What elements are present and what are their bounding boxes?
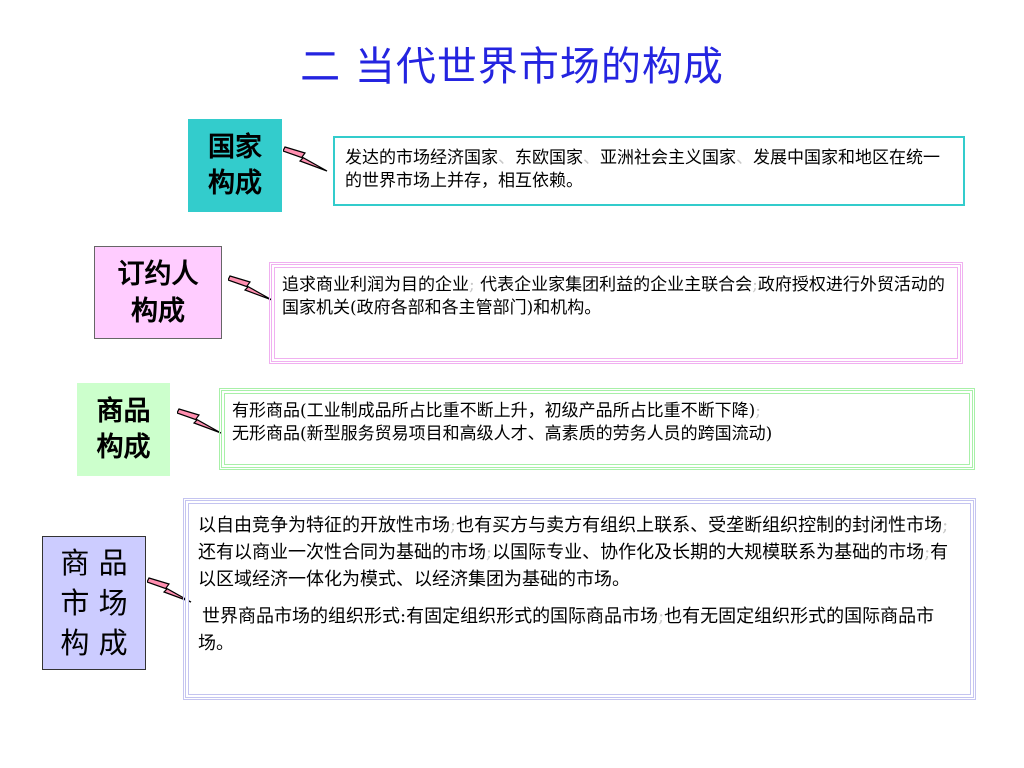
text-segment: 政府授权进行外贸活动的国家机关(政府各部和各主管部门)和机构。 [282,275,945,318]
separator: 、 [498,148,515,168]
text-segment: 以自由竞争为特征的开放性市场 [198,515,450,536]
label-line: 构 成 [60,626,128,660]
paragraph: 世界商品市场的组织形式:有固定组织形式的国际商品市场;也有无固定组织形式的国际商… [198,603,961,657]
country-composition-text: 发达的市场经济国家、东欧国家、亚洲社会主义国家、发展中国家和地区在统一的世界市场… [333,136,965,206]
label-line: 订约人 [117,258,199,290]
separator: ; [450,515,457,536]
text-line: 有形商品(工业制成品所占比重不断上升，初级产品所占比重不断下降); [232,401,761,421]
separator: ; [486,542,493,563]
text-segment: 还有以商业一次性合同为基础的市场 [198,542,486,563]
contractor-composition-text: 追求商业利润为目的企业; 代表企业家集团利益的企业主联合会;政府授权进行外贸活动… [269,262,963,364]
label-line: 商 品 [60,546,128,580]
commodity-market-composition-text: 以自由竞争为特征的开放性市场;也有买方与卖方有组织上联系、受垄断组织控制的封闭性… [183,498,976,700]
lightning-arrow-icon [228,275,273,301]
lightning-arrow-icon [147,577,192,603]
text-segment: 发展中国家和地区在统一的世界市场上并存，相互依赖。 [345,148,940,191]
separator: 、 [583,148,600,168]
label-contractor-composition: 订约人 构成 [94,246,222,339]
commodity-composition-text: 有形商品(工业制成品所占比重不断上升，初级产品所占比重不断下降); 无形商品(新… [219,388,975,470]
text-segment: 也有买方与卖方有组织上联系、受垄断组织控制的封闭性市场 [456,515,943,536]
separator: ; [752,275,758,295]
text-segment: 世界商品市场的组织形式:有固定组织形式的国际商品市场 [202,606,659,627]
text-segment: 发达的市场经济国家 [345,148,498,168]
label-line: 市 场 [60,586,128,620]
separator: ; [924,542,931,563]
label-commodity-composition: 商品 构成 [77,383,170,476]
lightning-arrow-icon [177,408,222,434]
separator: ; [658,606,665,627]
text-segment: 追求商业利润为目的企业 [282,275,469,295]
page-title: 二 当代世界市场的构成 [300,44,724,90]
label-line: 构成 [131,295,185,327]
text-line: 无形商品(新型服务贸易项目和高级人才、高素质的劳务人员的跨国流动) [232,424,773,444]
label-line: 构成 [208,167,262,199]
lightning-arrow-icon [283,146,328,172]
separator: ; [469,275,475,295]
text-segment: 东欧国家 [515,148,583,168]
label-commodity-market-composition: 商 品 市 场 构 成 [42,536,146,670]
text-segment: 以国际专业、协作化及长期的大规模联系为基础的市场 [492,542,925,563]
separator: 、 [736,148,753,168]
text-segment: 亚洲社会主义国家 [600,148,736,168]
text-segment: 有以区域经济一体化为模式、以经济集团为基础的市场。 [198,542,949,590]
label-line: 国家 [208,131,262,163]
paragraph: 以自由竞争为特征的开放性市场;也有买方与卖方有组织上联系、受垄断组织控制的封闭性… [198,512,961,593]
text-segment: 代表企业家集团利益的企业主联合会 [474,275,753,295]
separator: ; [942,515,949,536]
text-segment: 也有无固定组织形式的国际商品市场。 [198,606,935,654]
label-line: 构成 [96,431,151,463]
label-line: 商品 [96,395,151,427]
label-country-composition: 国家 构成 [188,119,282,212]
